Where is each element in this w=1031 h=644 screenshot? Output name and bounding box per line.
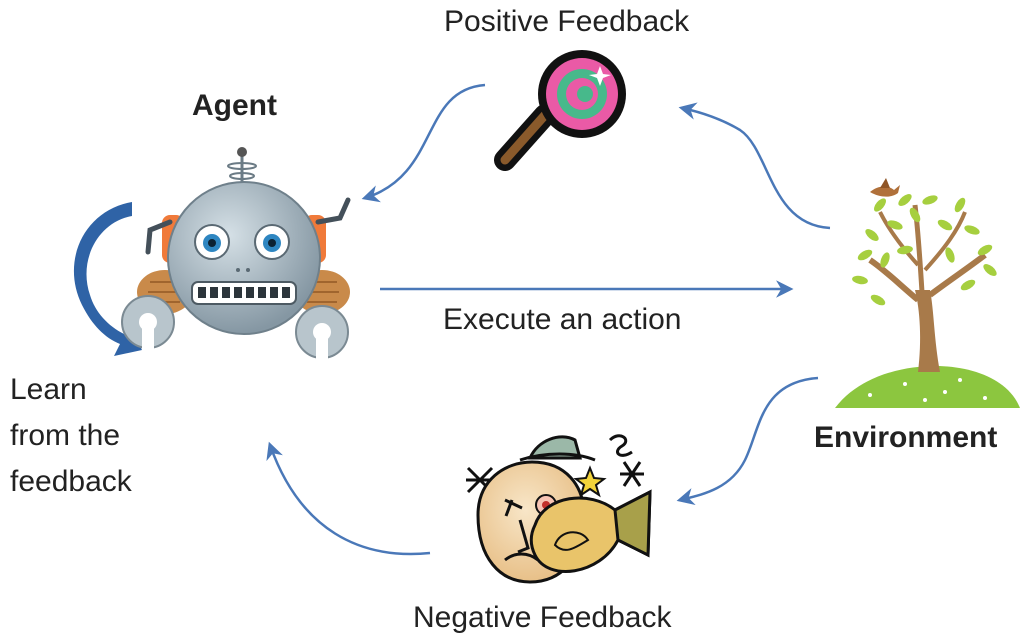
environment-label: Environment <box>814 421 998 454</box>
positive-feedback-label: Positive Feedback <box>444 5 690 38</box>
robot-agent-icon <box>121 147 351 360</box>
learn-loop-arrow <box>73 202 142 356</box>
dizzy-face-penalty-icon <box>466 434 652 584</box>
action-label: Execute an action <box>443 303 682 336</box>
feedback-to-agent-arrow <box>361 83 486 203</box>
learn-label-line2: from the <box>10 419 121 452</box>
learn-label-line1: Learn <box>10 373 87 406</box>
negative-to-agent-arrow <box>266 441 431 556</box>
agent-label: Agent <box>192 89 277 122</box>
environment-to-negative-arrow <box>676 376 819 506</box>
lollipop-reward-icon <box>494 50 626 171</box>
tree-environment-icon <box>835 178 1020 408</box>
negative-feedback-label: Negative Feedback <box>413 601 672 634</box>
environment-to-positive-arrow <box>678 102 831 230</box>
learn-label-line3: feedback <box>10 465 132 498</box>
